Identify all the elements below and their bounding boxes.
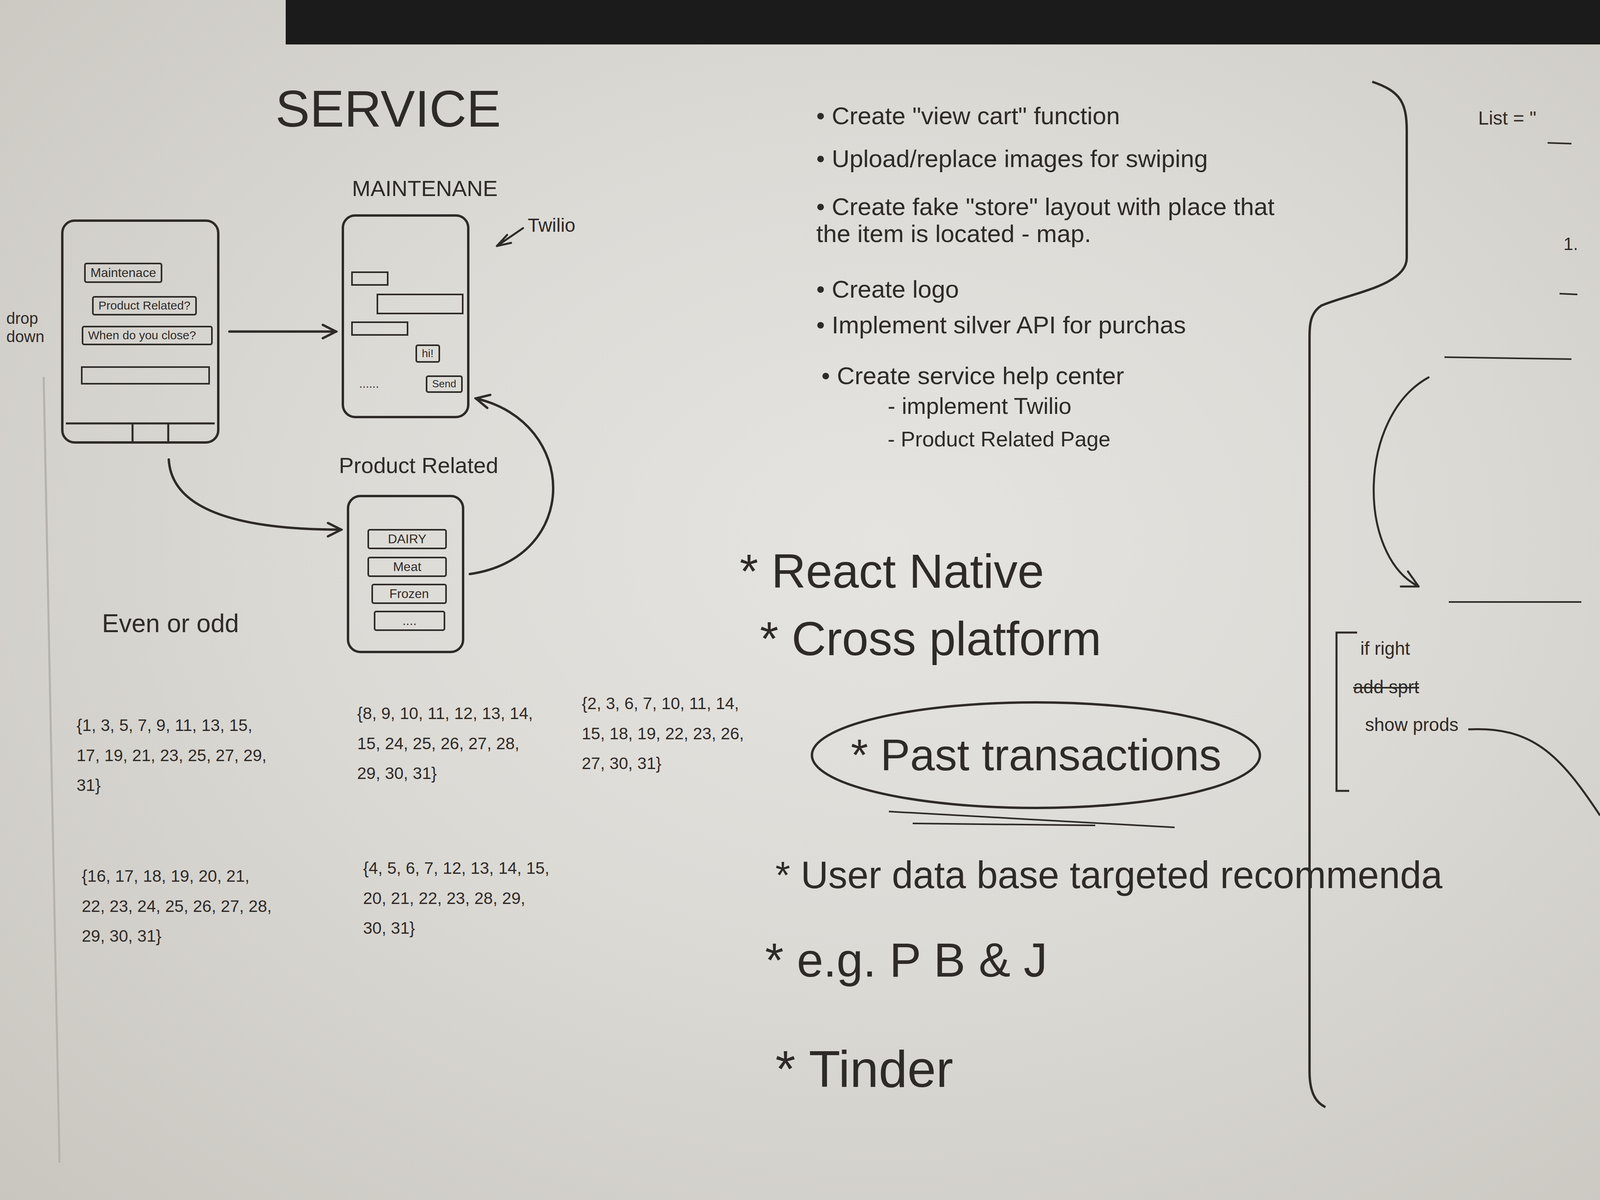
- struck-note: add sprt: [1353, 676, 1420, 698]
- tab-bar: [65, 423, 215, 442]
- star-note: * Cross platform: [759, 611, 1102, 666]
- box-text: Meat: [373, 559, 441, 575]
- chat-bubble: [351, 272, 388, 285]
- callout-label: Twilio: [527, 214, 576, 237]
- number-set: {1, 3, 5, 7, 9, 11, 13, 15, 17, 19, 21, …: [76, 710, 268, 801]
- note-body: * Past transactions: [850, 729, 1222, 781]
- todo-bullet: • Create service help center: [821, 361, 1125, 390]
- screen-heading: Product Related: [338, 452, 499, 479]
- circled-note: * Past transactions: [809, 700, 1263, 811]
- number-set: {8, 9, 10, 11, 12, 13, 14, 15, 24, 25, 2…: [357, 698, 544, 789]
- chat-bubble: [377, 294, 463, 314]
- chat-bubble: [351, 322, 408, 335]
- monitor-edge: [285, 0, 1600, 45]
- blank-row: [81, 367, 210, 384]
- leader-arrow: [496, 228, 524, 247]
- ellipse-shape: [811, 702, 1260, 808]
- menu-box: When do you close?: [81, 325, 213, 346]
- box-text: When do you close?: [88, 328, 207, 343]
- box-text: hi!: [421, 347, 434, 360]
- board-edge: [43, 376, 60, 1163]
- loop-arrow: [1373, 377, 1429, 587]
- condition-note: show prods: [1365, 714, 1459, 736]
- side-note: 1.: [1563, 234, 1579, 255]
- todo-bullet: • Implement silver API for purchas: [816, 310, 1186, 339]
- box-text: Send: [432, 378, 457, 391]
- square-bracket: [1336, 632, 1358, 791]
- star-note: * Tinder: [775, 1039, 954, 1100]
- board-title: SERVICE: [275, 79, 501, 139]
- box-text: ....: [380, 613, 439, 629]
- section-heading: Even or odd: [101, 609, 239, 639]
- box-text: Product Related?: [98, 298, 191, 313]
- sub-bullet: - Product Related Page: [887, 426, 1111, 452]
- leader-line: [1468, 728, 1600, 816]
- side-note: List = ": [1478, 107, 1537, 129]
- menu-box: ....: [373, 610, 446, 631]
- menu-box: Meat: [367, 556, 447, 577]
- menu-box: Frozen: [371, 583, 447, 604]
- sub-bullet: - implement Twilio: [887, 392, 1072, 420]
- flow-arrow: [469, 398, 554, 575]
- screen-heading: MAINTENANE: [351, 175, 498, 202]
- star-note: * e.g. P B & J: [765, 932, 1048, 988]
- ellipsis: ......: [359, 376, 379, 391]
- underline: [888, 811, 1175, 828]
- flow-arrow: [168, 459, 342, 530]
- menu-box: Product Related?: [92, 296, 197, 316]
- todo-bullet: • Create "view cart" function: [816, 101, 1120, 130]
- screen-heading: drop down: [6, 309, 58, 346]
- curly-brace: [1309, 81, 1407, 1108]
- star-note: * User data base targeted recommenda: [775, 853, 1443, 897]
- todo-bullet: • Upload/replace images for swiping: [816, 144, 1208, 173]
- number-set: {16, 17, 18, 19, 20, 21, 22, 23, 24, 25,…: [81, 861, 273, 952]
- box-text: DAIRY: [373, 531, 441, 547]
- menu-box: Send: [425, 375, 463, 393]
- phone-screen: drop downMaintenaceProduct Related?When …: [61, 219, 220, 444]
- condition-note: if right: [1360, 638, 1410, 660]
- star-note: * React Native: [739, 543, 1045, 599]
- number-set: {4, 5, 6, 7, 12, 13, 14, 15, 20, 21, 22,…: [363, 853, 550, 944]
- todo-bullet: • Create logo: [816, 275, 959, 304]
- todo-bullet: • Create fake "store" layout with place …: [816, 193, 1285, 248]
- menu-box: Maintenace: [84, 262, 163, 283]
- menu-box: DAIRY: [367, 528, 447, 550]
- box-text: Frozen: [377, 586, 441, 602]
- phone-screen: Product RelatedDAIRYMeatFrozen....: [346, 494, 465, 654]
- menu-box: hi!: [415, 344, 441, 363]
- box-text: Maintenace: [90, 265, 156, 281]
- flow-arrow: [229, 330, 337, 333]
- circled-text: * Past transactions: [850, 729, 1222, 781]
- number-set: {2, 3, 6, 7, 10, 11, 14, 15, 18, 19, 22,…: [581, 688, 757, 779]
- scribble: [1444, 142, 1578, 360]
- blank-line: [1448, 601, 1582, 603]
